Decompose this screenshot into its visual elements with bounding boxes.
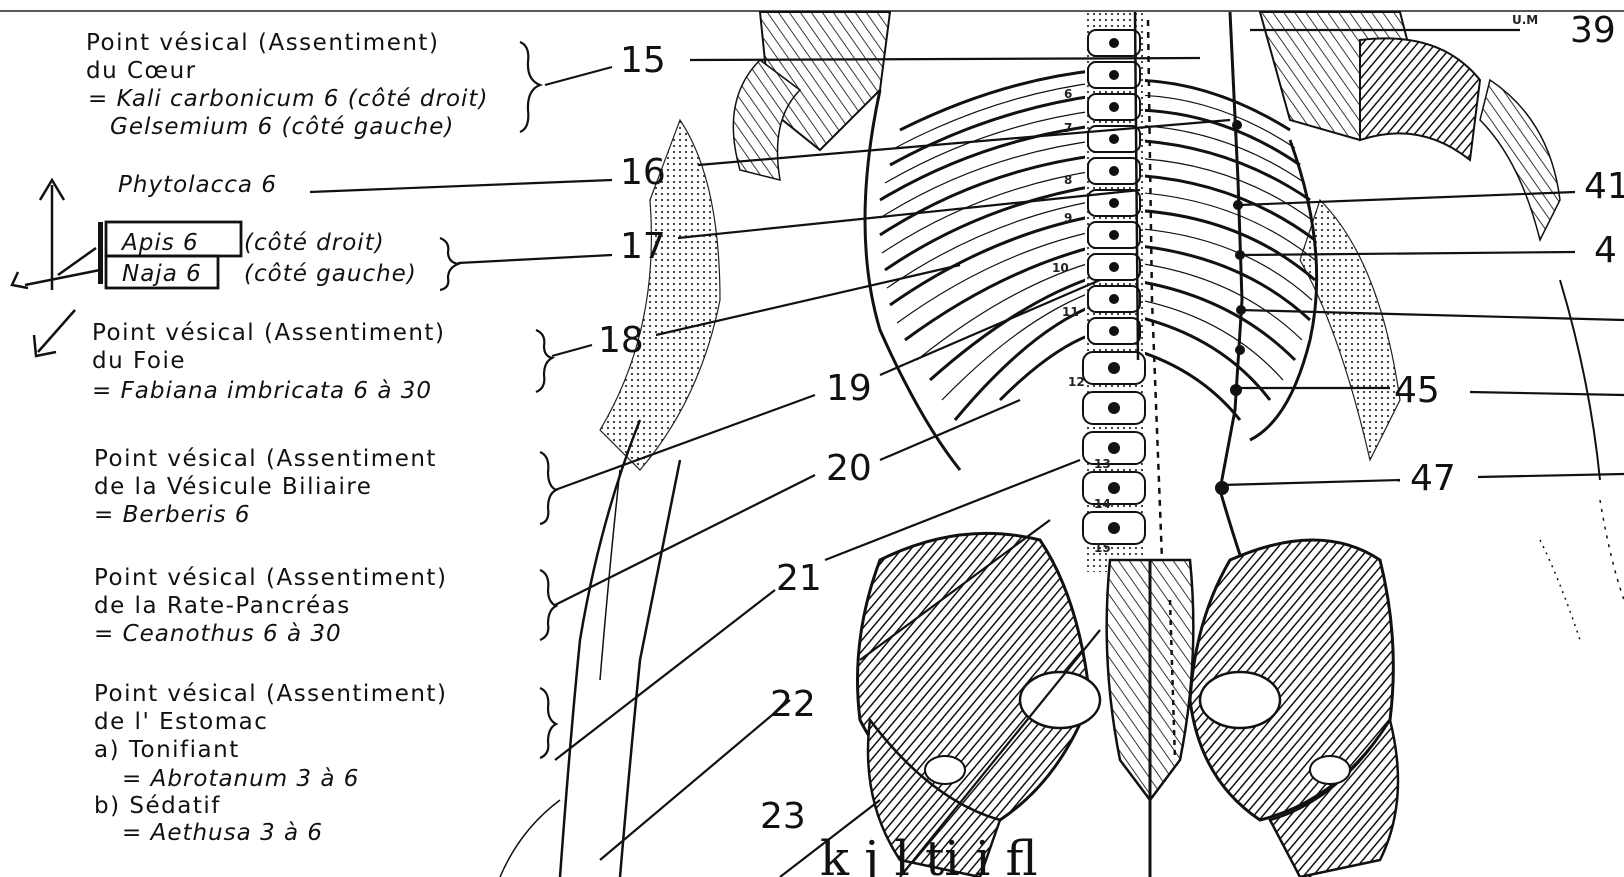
vertebra-label: 6 — [1064, 87, 1072, 101]
note-line: Apis 6 — [120, 230, 199, 256]
note-15: Point vésical (Assentiment) du Cœur = Ka… — [86, 30, 488, 140]
note-line: du Foie — [92, 348, 186, 374]
point-number-16: 16 — [620, 152, 666, 193]
note-line: de l' Estomac — [94, 709, 268, 735]
vertebra-label: 14 — [1094, 497, 1111, 511]
point-number-22: 22 — [770, 684, 816, 725]
point-number-15: 15 — [620, 40, 666, 81]
point-number-4: 4 — [1594, 230, 1617, 271]
point-number-45: 45 — [1394, 370, 1440, 411]
point-number-18: 18 — [598, 320, 644, 361]
note-line: Point vésical (Assentiment) — [94, 681, 447, 707]
anatomy-illustration: 6 7 8 9 10 11 12 13 14 15 — [500, 12, 1624, 877]
braces — [440, 42, 556, 758]
note-line: = Ceanothus 6 à 30 — [94, 621, 342, 647]
point-number-23: 23 — [760, 796, 806, 837]
note-line: = Kali carbonicum 6 (côté droit) — [88, 86, 488, 112]
vertebra-label: 10 — [1052, 261, 1069, 275]
note-line: Point vésical (Assentiment) — [92, 320, 445, 346]
point-number-39: 39 — [1570, 10, 1616, 51]
vertebra-label: 13 — [1094, 457, 1111, 471]
point-number-17: 17 — [620, 226, 666, 267]
note-18: Point vésical (Assentiment) du Foie = Fa… — [92, 320, 445, 404]
vertebra-label: 12 — [1068, 375, 1085, 389]
note-16: Phytolacca 6 — [118, 172, 277, 198]
note-line: = Berberis 6 — [94, 502, 251, 528]
vertebra-label: 15 — [1094, 541, 1111, 555]
note-line: = Aethusa 3 à 6 — [122, 820, 323, 846]
note-line: (côté gauche) — [244, 261, 417, 287]
note-19: Point vésical (Assentiment de la Vésicul… — [94, 446, 437, 528]
point-number-41: 41 — [1584, 166, 1624, 207]
vertebra-label: 9 — [1064, 211, 1072, 225]
note-line: Gelsemium 6 (côté gauche) — [110, 114, 454, 140]
note-line: Point vésical (Assentiment — [94, 446, 437, 472]
bottom-cut-text: k j l ti i fl — [820, 831, 1038, 877]
note-line: de la Vésicule Biliaire — [94, 474, 372, 500]
point-number-47: 47 — [1410, 458, 1456, 499]
note-line: = Fabiana imbricata 6 à 30 — [92, 378, 432, 404]
vertebra-label: 11 — [1062, 305, 1079, 319]
note-17: Apis 6 (côté droit) Naja 6 (côté gauche) — [120, 230, 417, 287]
note-line: de la Rate-Pancréas — [94, 593, 351, 619]
note-line: Point vésical (Assentiment) — [86, 30, 439, 56]
note-line: a) Tonifiant — [94, 737, 240, 763]
note-line: b) Sédatif — [94, 793, 221, 819]
note-line: Naja 6 — [122, 261, 202, 287]
box-bar — [98, 222, 103, 284]
note-21: Point vésical (Assentiment) de la Rate-P… — [94, 565, 447, 647]
note-line: du Cœur — [86, 58, 197, 84]
point-number-20: 20 — [826, 448, 872, 489]
note-line: (côté droit) — [244, 230, 385, 256]
note-line: Point vésical (Assentiment) — [94, 565, 447, 591]
corner-label: U.M — [1512, 13, 1538, 27]
note-line: Phytolacca 6 — [118, 172, 277, 198]
handwritten-arrows — [12, 180, 100, 356]
note-line: = Abrotanum 3 à 6 — [122, 766, 359, 792]
point-number-19: 19 — [826, 368, 872, 409]
note-22: Point vésical (Assentiment) de l' Estoma… — [94, 681, 447, 846]
point-number-21: 21 — [776, 558, 822, 599]
vertebra-label: 8 — [1064, 173, 1072, 187]
